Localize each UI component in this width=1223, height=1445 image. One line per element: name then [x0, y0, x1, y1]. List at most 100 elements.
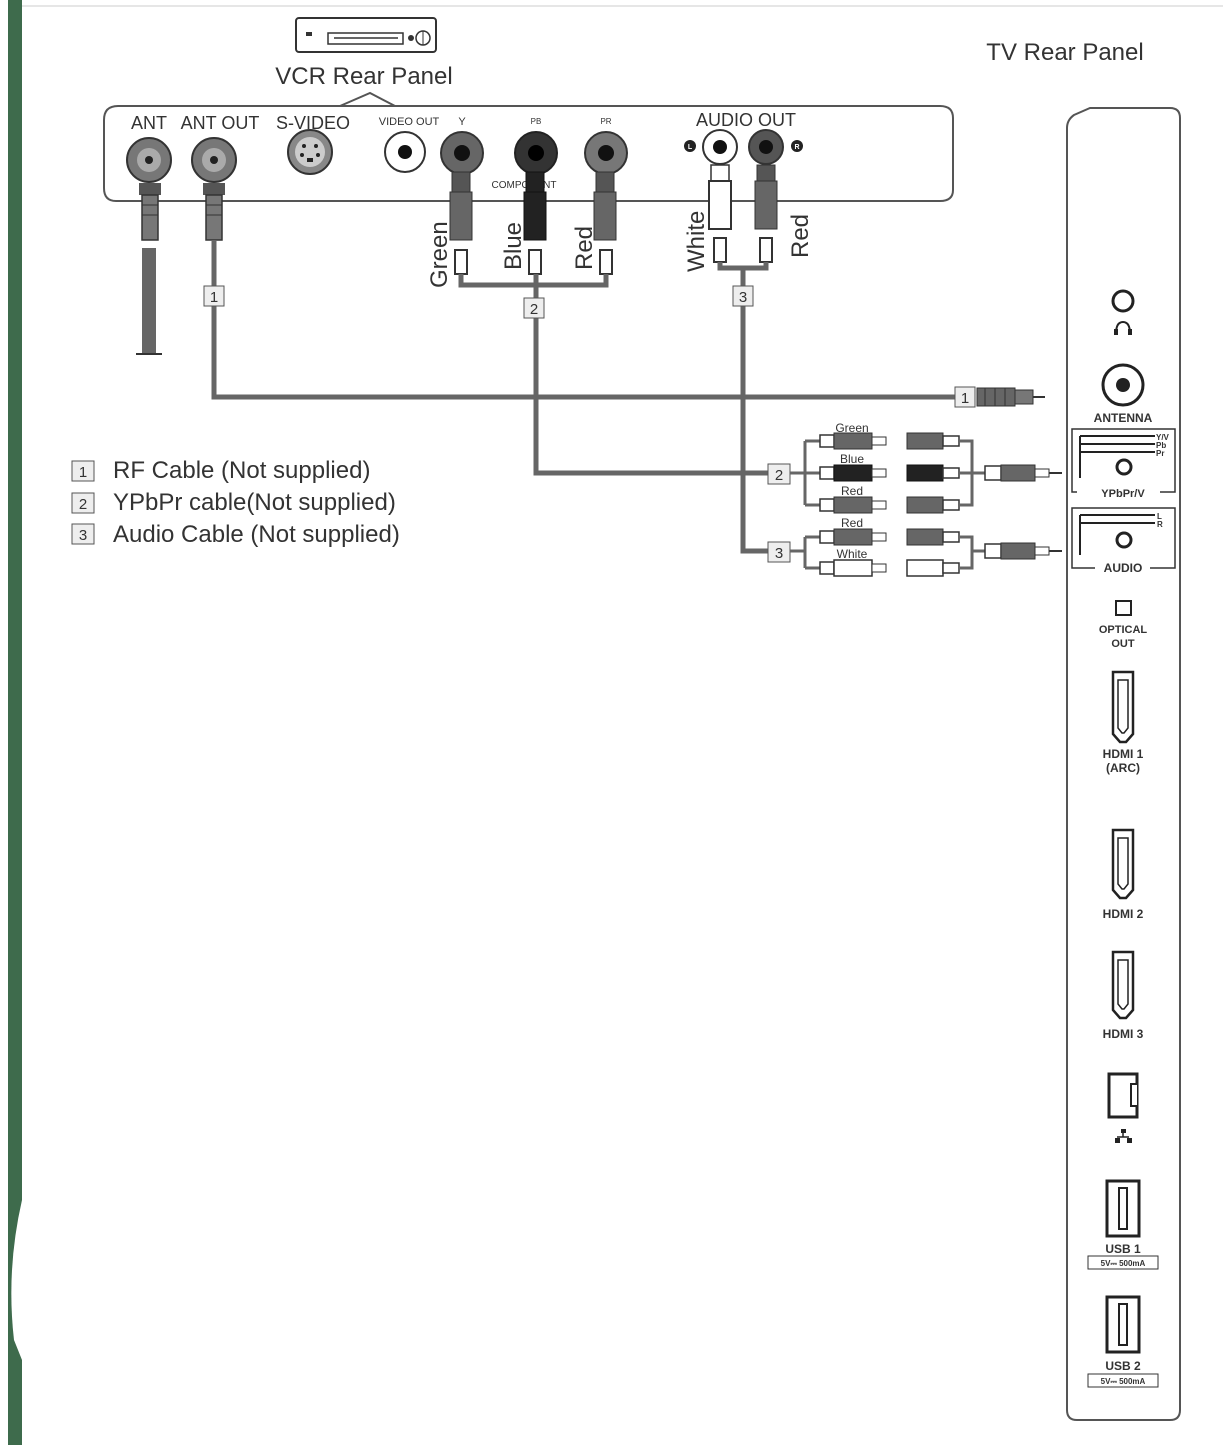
- cable-marker-1-tv: 1: [954, 386, 976, 408]
- tv-ypbpr-label: YPbPr/V: [1101, 488, 1145, 500]
- component-plugs: [449, 171, 617, 288]
- tv-ypbpr-pb-label: Pb: [1156, 441, 1166, 450]
- svg-text:1: 1: [79, 464, 87, 481]
- vcr-ant-label: ANT: [131, 113, 167, 133]
- vcr-s-video-jack: [287, 129, 333, 175]
- svg-text:3: 3: [79, 527, 87, 544]
- legend-item-2: 2 YPbPr cable(Not supplied): [71, 489, 396, 516]
- vcr-device-icon: [295, 17, 437, 53]
- tv-usb1-rating-box: [1087, 1255, 1159, 1270]
- svg-text:R: R: [794, 144, 799, 151]
- network-icon: [1115, 1129, 1132, 1143]
- legend-item-1: 1 RF Cable (Not supplied): [71, 457, 370, 484]
- tv-ypbpr-yv-label: Y/V: [1156, 433, 1170, 442]
- legend: 1 RF Cable (Not supplied) 2 YPbPr cable(…: [71, 457, 400, 548]
- tv-usb1-rating: 5V⎓ 500mA: [1101, 1259, 1146, 1268]
- vcr-ant-out-label: ANT OUT: [181, 113, 260, 133]
- plug-red-label: Red: [571, 226, 598, 270]
- vcr-pr-label: PR: [600, 117, 611, 126]
- tv-optical-label-2: OUT: [1111, 638, 1135, 650]
- svg-text:2: 2: [775, 467, 783, 484]
- cable-marker-3-vcr: 3: [732, 285, 754, 307]
- vcr-panel-title: VCR Rear Panel: [275, 63, 452, 90]
- tv-hdmi2-label: HDMI 2: [1103, 907, 1144, 921]
- tv-audio-l-label: L: [1157, 512, 1162, 521]
- tv-usb1-label: USB 1: [1105, 1242, 1141, 1256]
- vcr-video-out-label: VIDEO OUT: [379, 116, 440, 128]
- vcr-y-label: Y: [458, 116, 466, 128]
- rf-plug-vcr: [203, 183, 225, 241]
- vcr-video-out-jack: [384, 131, 426, 173]
- vcr-s-video-label: S-VIDEO: [276, 113, 350, 133]
- cable-marker-3-tv: 3: [767, 541, 791, 563]
- tv-usb2-port: [1105, 1295, 1141, 1354]
- vcr-pb-jack: [514, 131, 558, 175]
- audio-cable-route: [740, 268, 768, 554]
- cable-marker-2-vcr: 2: [523, 297, 545, 319]
- vcr-audio-l-jack: L: [684, 129, 738, 165]
- tv-antenna-label: ANTENNA: [1094, 411, 1153, 425]
- adapter-audio-red-label: Red: [841, 516, 863, 530]
- vcr-pr-jack: [584, 131, 628, 175]
- tv-antenna-jack: [1101, 363, 1145, 407]
- tv-usb2-rating: 5V⎓ 500mA: [1101, 1377, 1146, 1386]
- vcr-audio-out-label: AUDIO OUT: [696, 110, 796, 130]
- adapter-red-label: Red: [841, 484, 863, 498]
- adapter-green-label: Green: [835, 421, 868, 435]
- tv-ypbpr-pr-label: Pr: [1156, 449, 1164, 458]
- legend-text-3: Audio Cable (Not supplied): [113, 521, 400, 548]
- svg-text:3: 3: [739, 289, 747, 306]
- plug-blue-label: Blue: [500, 222, 527, 270]
- vcr-component-label: COMPONENT: [492, 180, 557, 191]
- audio-adapter: [790, 528, 1062, 577]
- tv-usb1-port: [1105, 1179, 1141, 1238]
- tv-hdmi1-label: HDMI 1: [1103, 747, 1144, 761]
- tv-optical-label-1: OPTICAL: [1099, 624, 1148, 636]
- headphone-jack: [1111, 289, 1135, 313]
- vcr-ant-jack: [126, 137, 172, 183]
- tv-hdmi3-port: [1111, 950, 1135, 1020]
- legend-text-1: RF Cable (Not supplied): [113, 457, 370, 484]
- tv-usb2-rating-box: [1087, 1373, 1159, 1388]
- ypbpr-cable-route: [533, 285, 768, 476]
- tv-ypbpr-group: [1071, 428, 1176, 493]
- ypbpr-adapter: [790, 432, 1062, 514]
- tv-audio-r-label: R: [1157, 520, 1163, 529]
- adapter-white-label: White: [837, 547, 868, 561]
- tv-audio-label: AUDIO: [1104, 561, 1143, 575]
- tv-hdmi1-arc-label: (ARC): [1106, 761, 1140, 775]
- tv-lan-port: [1107, 1072, 1139, 1119]
- vcr-y-jack: [440, 131, 484, 175]
- vcr-ant-out-jack: [191, 137, 237, 183]
- vcr-audio-r-jack: R: [748, 129, 803, 165]
- adapter-blue-label: Blue: [840, 452, 864, 466]
- plug-white-label: White: [683, 211, 710, 272]
- left-bar-notch: [11, 1200, 22, 1360]
- tv-hdmi2-port: [1111, 828, 1135, 900]
- svg-text:1: 1: [210, 289, 218, 306]
- tv-hdmi1-port: [1111, 670, 1135, 744]
- vcr-panel-pointer: [339, 91, 396, 107]
- headphone-icon: [1114, 320, 1132, 335]
- plug-green-label: Green: [426, 221, 453, 288]
- tv-hdmi3-label: HDMI 3: [1103, 1027, 1144, 1041]
- svg-text:2: 2: [79, 496, 87, 513]
- rf-plug-tv: [976, 387, 1045, 407]
- legend-text-2: YPbPr cable(Not supplied): [113, 489, 396, 516]
- cable-marker-1-vcr: 1: [203, 285, 225, 307]
- left-accent-bar: [8, 0, 22, 1445]
- tv-audio-group: [1071, 507, 1176, 569]
- tv-optical-port: [1115, 600, 1132, 616]
- svg-text:1: 1: [961, 390, 969, 407]
- audio-plugs: [708, 164, 778, 271]
- vcr-pb-label: PB: [531, 117, 542, 126]
- tv-panel-title: TV Rear Panel: [986, 39, 1143, 66]
- svg-text:2: 2: [530, 301, 538, 318]
- svg-text:3: 3: [775, 545, 783, 562]
- plug-audio-red-label: Red: [787, 214, 814, 258]
- legend-item-3: 3 Audio Cable (Not supplied): [71, 521, 400, 548]
- svg-text:L: L: [688, 144, 693, 151]
- cable-marker-2-tv: 2: [767, 463, 791, 485]
- vcr-antenna-cable: [136, 183, 162, 355]
